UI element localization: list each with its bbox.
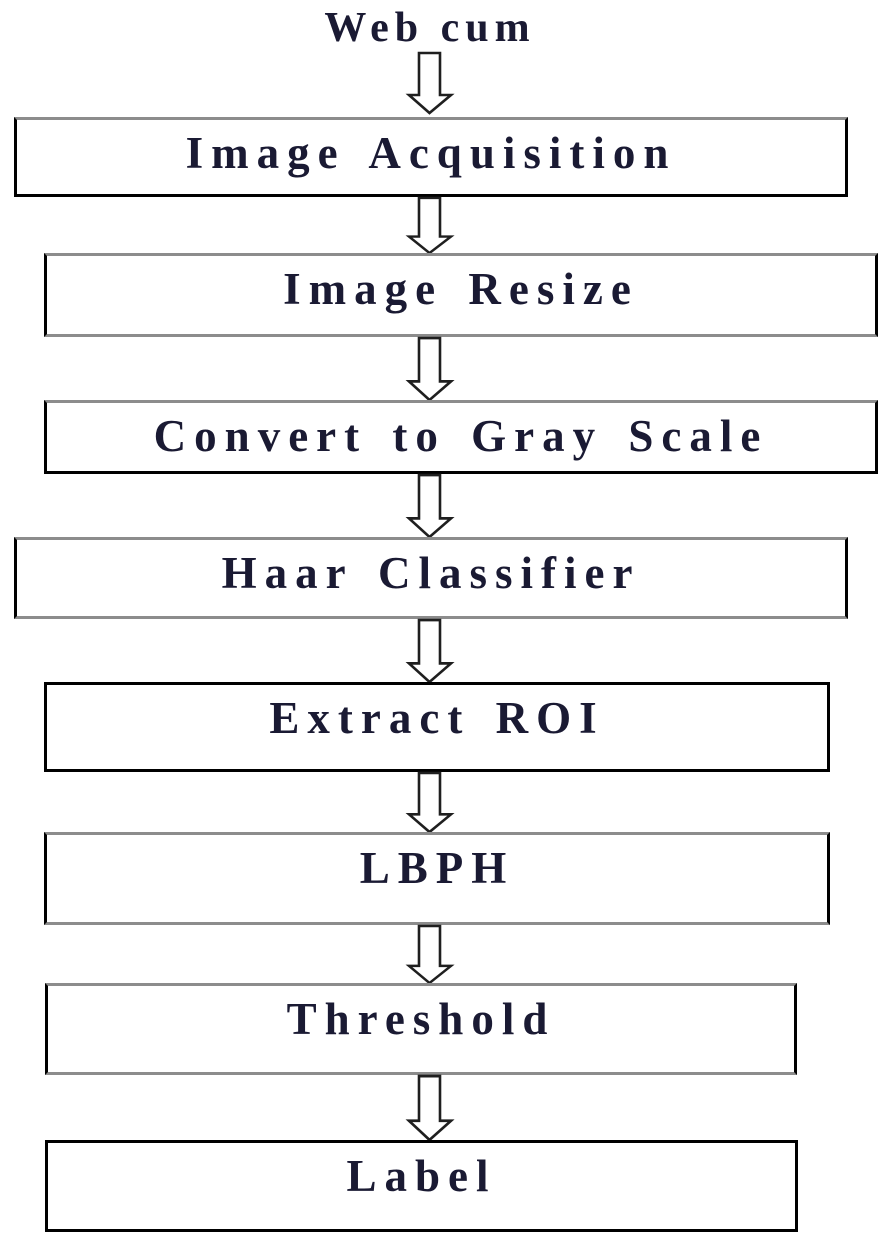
down-arrow-icon <box>405 771 455 834</box>
flow-step-label: Threshold <box>286 994 556 1044</box>
down-arrow-icon <box>405 473 455 539</box>
down-arrow-icon <box>405 196 455 255</box>
flow-step-box-image-acquisition: Image Acquisition <box>14 117 848 197</box>
flow-step-box-lbph: LBPH <box>44 832 830 925</box>
flow-step-box-image-resize: Image Resize <box>44 253 878 337</box>
down-arrow-icon <box>405 1074 455 1142</box>
flow-step-box-threshold: Threshold <box>45 983 797 1075</box>
flow-step-label: Image Acquisition <box>185 128 677 178</box>
source-label: Web cum <box>324 5 536 51</box>
down-arrow-icon <box>405 51 455 115</box>
flow-step-label: Extract ROI <box>269 693 605 743</box>
flow-step-label: Convert to Gray Scale <box>153 411 769 461</box>
flow-step-label: Label <box>346 1151 497 1201</box>
flow-step-label: LBPH <box>359 843 515 893</box>
flow-step-box-convert-to-gray-scale: Convert to Gray Scale <box>44 400 878 474</box>
flow-step-box-haar-classifier: Haar Classifier <box>14 537 848 619</box>
flow-step-box-label: Label <box>45 1140 798 1232</box>
down-arrow-icon <box>405 336 455 402</box>
down-arrow-icon <box>405 618 455 684</box>
flow-step-label: Haar Classifier <box>221 548 641 598</box>
flow-step-label: Image Resize <box>283 264 639 314</box>
flow-step-box-extract-roi: Extract ROI <box>44 682 830 772</box>
down-arrow-icon <box>405 924 455 985</box>
